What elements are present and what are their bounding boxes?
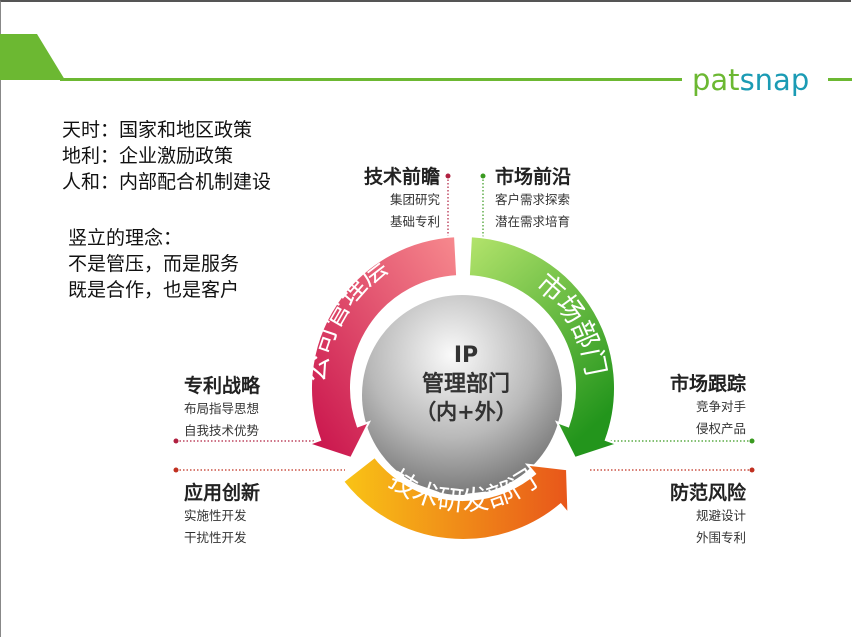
callout-item: 潜在需求培育	[495, 214, 571, 229]
callout-title: 市场前沿	[495, 166, 572, 188]
callout-market-tracking: 市场跟踪 竞争对手 侵权产品	[670, 369, 746, 440]
callout-item: 集团研究	[389, 192, 440, 207]
center-sphere	[362, 295, 562, 495]
callout-item: 竞争对手	[695, 399, 746, 414]
connector-dot	[480, 173, 486, 179]
callout-item: 干扰性开发	[184, 530, 247, 545]
connector-dot	[445, 173, 451, 179]
note-line: 人和：内部配合机制建设	[62, 171, 272, 193]
arc-management	[305, 235, 459, 460]
callout-item: 外围专利	[695, 530, 746, 545]
callout-risk-prevention: 防范风险 规避设计 外围专利	[670, 478, 746, 549]
center-title-ip: IP	[454, 343, 478, 368]
callout-item: 布局指导思想	[184, 401, 260, 416]
notes-conditions: 天时：国家和地区政策 地利：企业激励政策 人和：内部配合机制建设	[62, 117, 271, 195]
connector-dot	[749, 438, 755, 444]
connector-dot	[173, 467, 179, 473]
center-title-dept: 管理部门	[422, 371, 510, 397]
header-accent-shape	[0, 34, 65, 80]
callout-title: 应用创新	[184, 482, 261, 504]
patsnap-logo: patsnap	[692, 63, 809, 97]
note-line: 天时：国家和地区政策	[62, 119, 253, 141]
callout-title: 技术前瞻	[363, 166, 440, 188]
callout-item: 侵权产品	[695, 421, 746, 436]
callout-market-frontier: 市场前沿 客户需求探索 潜在需求培育	[495, 162, 571, 233]
note-line: 地利：企业激励政策	[62, 145, 234, 167]
callout-item: 基础专利	[389, 214, 440, 229]
callout-item: 自我技术优势	[184, 423, 260, 438]
connector-dot	[173, 438, 179, 444]
callout-item: 实施性开发	[184, 508, 247, 523]
note-line: 既是合作，也是客户	[68, 279, 240, 301]
callout-item: 规避设计	[695, 508, 746, 523]
connector-dot	[749, 467, 755, 473]
arc-market	[467, 235, 621, 460]
notes-philosophy: 竖立的理念： 不是管压，而是服务 既是合作，也是客户	[68, 225, 239, 303]
arc-rnd	[341, 455, 570, 541]
center-title-scope: （内+外）	[415, 400, 517, 424]
note-line: 竖立的理念：	[68, 227, 183, 249]
callout-title: 专利战略	[184, 375, 261, 397]
callout-application-innovation: 应用创新 实施性开发 干扰性开发	[184, 478, 260, 549]
callout-item: 客户需求探索	[495, 192, 571, 207]
callout-title: 防范风险	[669, 482, 746, 504]
callout-patent-strategy: 专利战略 布局指导思想 自我技术优势	[184, 371, 260, 442]
callout-tech-foresight: 技术前瞻 集团研究 基础专利	[364, 162, 440, 233]
callout-title: 市场跟踪	[669, 373, 746, 395]
note-line: 不是管压，而是服务	[68, 253, 240, 275]
